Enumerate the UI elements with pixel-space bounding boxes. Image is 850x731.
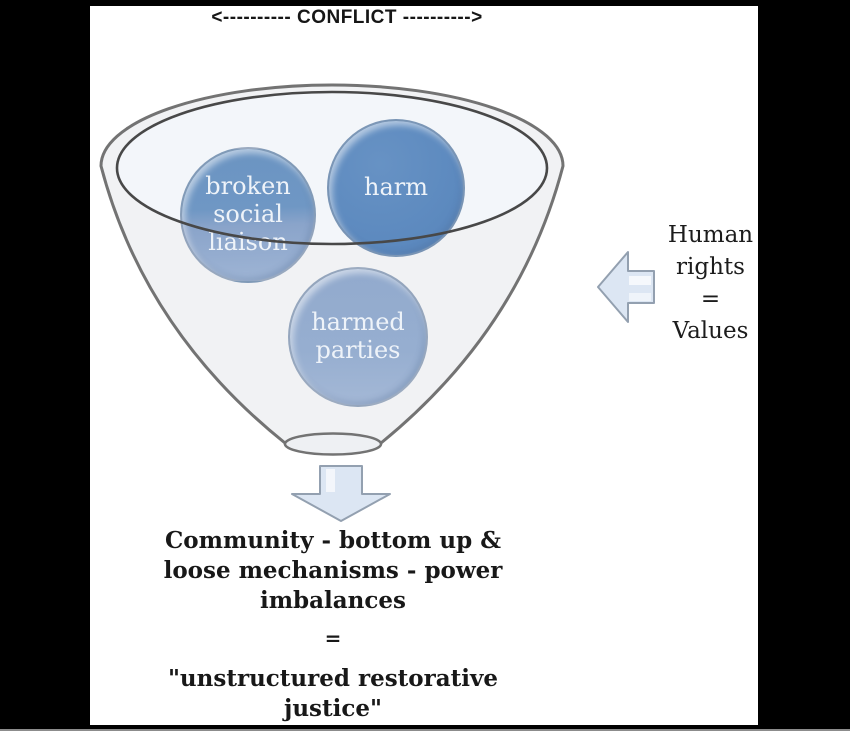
left-block-arrow-icon — [597, 251, 655, 323]
circle-broken-social-liaison: broken social liaison — [180, 147, 316, 283]
community-note: Community - bottom up & loose mechanisms… — [163, 527, 503, 614]
human-rights-note: Human rights = Values — [667, 222, 754, 344]
bottom-note: Community - bottom up & loose mechanisms… — [133, 526, 533, 724]
circle-label: broken social liaison — [205, 172, 291, 256]
bottom-border-line — [0, 729, 850, 731]
equals-sign: = — [324, 626, 342, 650]
unstructured-rj-note: "unstructured restorative justice" — [167, 665, 499, 722]
conflict-label: <---------- CONFLICT ----------> — [211, 7, 483, 28]
circle-label: harm — [364, 173, 428, 202]
down-block-arrow-icon — [291, 465, 391, 522]
circle-harmed-parties: harmed parties — [288, 267, 428, 407]
circle-label: harmed parties — [311, 308, 405, 364]
funnel-tip-ellipse — [283, 432, 383, 456]
circle-harm: harm — [327, 119, 465, 257]
